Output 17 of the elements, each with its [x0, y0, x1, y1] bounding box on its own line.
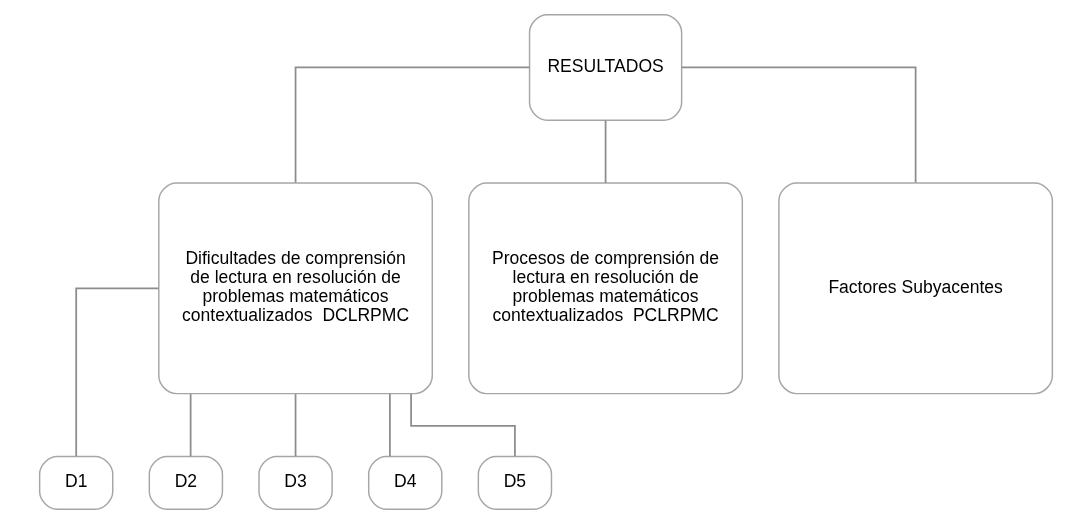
node-box: D1	[38, 455, 113, 510]
connector	[74, 286, 159, 457]
node-box: D3	[257, 455, 333, 510]
node-box: Factores Subyacentes	[777, 181, 1053, 394]
connector	[409, 392, 516, 457]
connector	[294, 66, 530, 183]
connector	[189, 392, 191, 457]
node-box: D5	[477, 455, 552, 510]
connector	[604, 119, 606, 184]
node-box: Dificultades de comprensión de lectura en resolución de problemas matemáticos contextualizados DCLRPMC	[157, 181, 433, 394]
node-box: D2	[148, 455, 223, 510]
node-box: D4	[367, 455, 443, 510]
node-box: Procesos de comprensión de lectura en resolución de problemas matemáticos contextualizados PCLRPMC	[467, 181, 743, 394]
connector	[294, 392, 296, 457]
connector	[680, 66, 916, 183]
connector	[388, 392, 391, 457]
node-box: RESULTADOS	[528, 13, 682, 121]
